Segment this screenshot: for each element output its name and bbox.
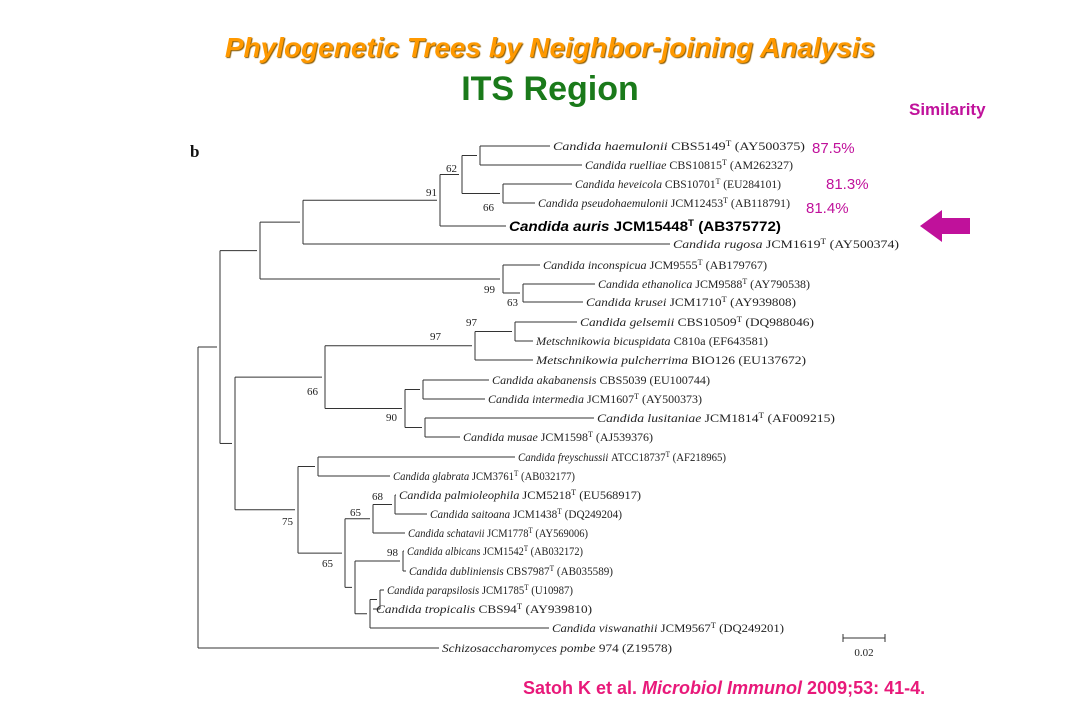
taxon-label: Metschnikowia bicuspidata C810a (EF64358… xyxy=(535,334,768,348)
taxon-label: Candida parapsilosis JCM1785T (U10987) xyxy=(387,583,573,598)
slide-title: Phylogenetic Trees by Neighbor-joining A… xyxy=(224,32,876,63)
bootstrap-value: 99 xyxy=(484,284,496,296)
bootstrap-value: 97 xyxy=(430,331,442,343)
taxon-label: Candida inconspicua JCM9555T (AB179767) xyxy=(543,258,767,273)
similarity-header: Similarity xyxy=(909,100,986,119)
citation-authors: Satoh K et al. xyxy=(523,678,643,698)
bootstrap-value: 91 xyxy=(426,187,437,199)
bootstrap-value: 90 xyxy=(386,412,398,424)
taxon-label: Candida schatavii JCM1778T (AY569006) xyxy=(408,526,588,541)
taxon-label: Metschnikowia pulcherrima BIO126 (EU1376… xyxy=(535,353,806,367)
bootstrap-value: 65 xyxy=(350,507,362,519)
bootstrap-value: 75 xyxy=(282,516,294,528)
bootstrap-value: 97 xyxy=(466,317,478,329)
taxon-label: Candida ethanolica JCM9588T (AY790538) xyxy=(598,277,810,292)
similarity-value: 81.4% xyxy=(806,200,849,217)
taxon-label: Candida saitoana JCM1438T (DQ249204) xyxy=(430,507,622,522)
taxon-label: Candida intermedia JCM1607T (AY500373) xyxy=(488,392,702,407)
scale-bar-label: 0.02 xyxy=(854,647,873,659)
highlight-arrow-icon xyxy=(920,210,970,242)
slide-subtitle: ITS Region xyxy=(461,70,639,108)
bootstrap-value: 66 xyxy=(483,202,495,214)
bootstrap-value: 65 xyxy=(322,558,334,570)
bootstrap-value: 66 xyxy=(307,386,319,398)
similarity-value: 81.3% xyxy=(826,176,869,193)
citation: Satoh K et al. Microbiol Immunol 2009;53… xyxy=(523,678,925,699)
taxon-label: Candida pseudohaemulonii JCM12453T (AB11… xyxy=(538,196,790,211)
bootstrap-value: 68 xyxy=(372,491,384,503)
taxon-label: Candida albicans JCM1542T (AB032172) xyxy=(407,544,583,559)
bootstrap-value: 98 xyxy=(387,547,399,559)
taxon-label: Candida glabrata JCM3761T (AB032177) xyxy=(393,469,575,484)
taxon-label: Candida palmioleophila JCM5218T (EU56891… xyxy=(399,488,641,503)
taxon-label: Candida musae JCM1598T (AJ539376) xyxy=(463,430,653,445)
taxon-label: Candida akabanensis CBS5039 (EU100744) xyxy=(492,373,710,387)
panel-letter: b xyxy=(190,142,200,161)
citation-details: 2009;53: 41-4. xyxy=(802,678,926,698)
taxon-label: Candida ruelliae CBS10815T (AM262327) xyxy=(585,158,793,173)
bootstrap-value: 62 xyxy=(446,163,457,175)
similarity-value: 87.5% xyxy=(812,140,855,157)
taxon-label: Schizosaccharomyces pombe 974 (Z19578) xyxy=(442,641,672,655)
citation-journal: Microbiol Immunol xyxy=(642,678,803,698)
taxon-label: Candida dubliniensis CBS7987T (AB035589) xyxy=(409,564,613,579)
taxon-label: Candida freyschussii ATCC18737T (AF21896… xyxy=(518,450,726,465)
bootstrap-value: 63 xyxy=(507,297,519,309)
taxon-label: Candida heveicola CBS10701T (EU284101) xyxy=(575,177,781,192)
